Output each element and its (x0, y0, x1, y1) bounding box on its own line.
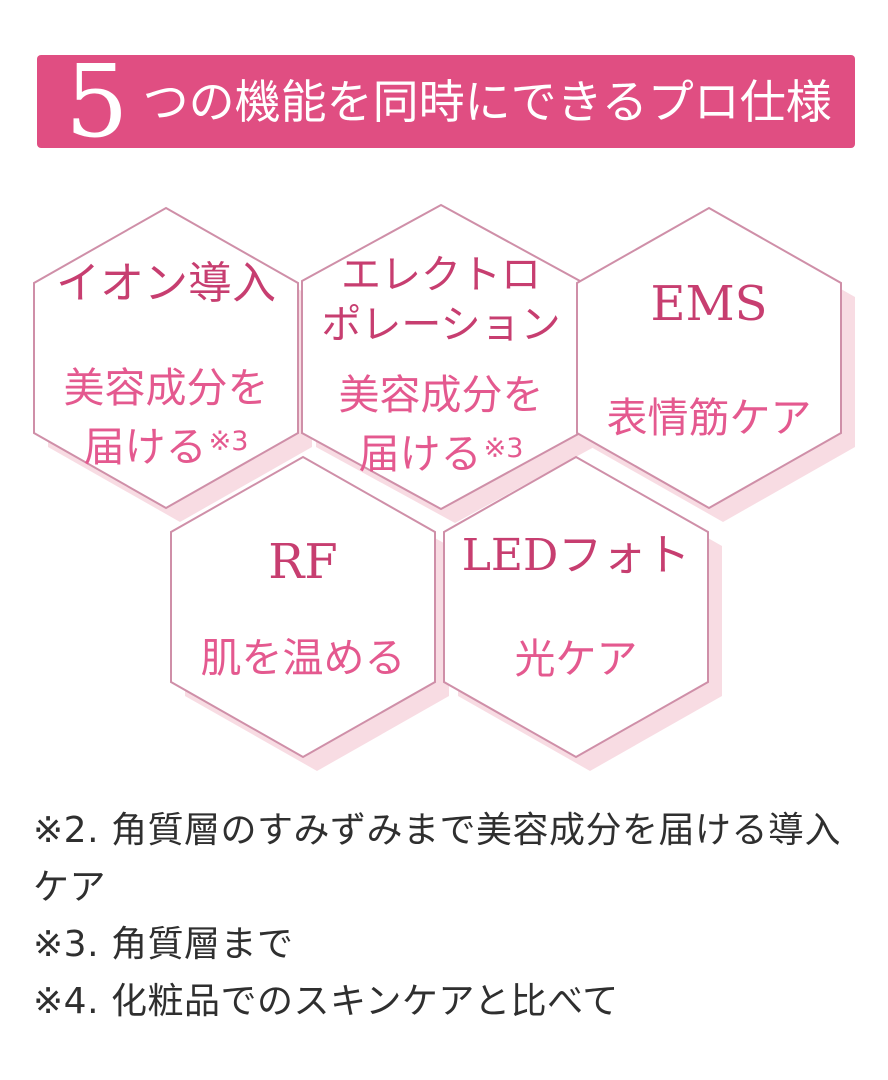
hexagon-shape (443, 455, 722, 771)
feature-desc-line1: 美容成分を (63, 363, 269, 412)
hexagon-shape (576, 206, 855, 522)
footnote-marker: ※3 (208, 426, 249, 458)
hexagon-outline (443, 455, 709, 759)
hexagon-outline (576, 206, 842, 510)
hexagon-shape (301, 203, 594, 523)
feature-desc: 美容成分を 届ける※3 (64, 359, 269, 478)
feature-content: LEDフォト 光ケア (444, 457, 708, 757)
feature-count: 5 (65, 42, 129, 160)
feature-content: EMS 表情筋ケア (577, 208, 841, 508)
feature-hex-rf: RF 肌を温める (169, 455, 451, 773)
feature-desc: 表情筋ケア (606, 393, 812, 442)
feature-hex-ems: EMS 表情筋ケア (575, 206, 857, 524)
feature-desc: 光ケア (514, 635, 638, 684)
hexagon-shape (33, 206, 312, 522)
feature-title: RF (268, 533, 338, 590)
feature-desc: 肌を温める (200, 633, 406, 682)
feature-hex-led-photo: LEDフォト 光ケア (442, 455, 724, 773)
feature-hex-electroporation: エレクトロポレーション 美容成分を 届ける※3 (300, 203, 596, 525)
footnotes: ※2. 角質層のすみずみまで美容成分を届ける導入ケア ※3. 角質層まで ※4.… (33, 803, 865, 1031)
feature-title: エレクトロポレーション (321, 250, 560, 350)
footnote-item: ※4. 化粧品でのスキンケアと比べて (33, 980, 619, 1022)
feature-desc: 美容成分を 届ける※3 (339, 366, 544, 485)
feature-title-line1: エレクトロ (340, 251, 541, 298)
feature-title-line2: ポレーション (321, 301, 561, 348)
feature-desc-line2: 届ける (83, 423, 207, 472)
feature-title: LEDフォト (461, 530, 691, 582)
feature-desc-line2: 届ける (358, 430, 482, 478)
hexagon-outline (170, 455, 436, 759)
feature-hex-ion-introduction: イオン導入 美容成分を 届ける※3 (32, 206, 314, 524)
feature-title: イオン導入 (56, 258, 276, 310)
page-title: つの機能を同時にできるプロ仕様 (142, 74, 832, 129)
feature-content: エレクトロポレーション 美容成分を 届ける※3 (302, 205, 580, 509)
hexagon-shape (170, 455, 449, 771)
feature-desc-line1: 美容成分を (338, 370, 544, 419)
header-banner: 5 つの機能を同時にできるプロ仕様 (37, 51, 855, 151)
feature-content: RF 肌を温める (171, 457, 435, 757)
footnote-item: ※2. 角質層のすみずみまで美容成分を届ける導入ケア (33, 810, 841, 908)
feature-title: EMS (650, 275, 768, 332)
footnote-item: ※3. 角質層まで (33, 923, 294, 965)
feature-content: イオン導入 美容成分を 届ける※3 (34, 208, 298, 508)
footnote-marker: ※3 (483, 433, 524, 464)
hexagon-outline (33, 206, 299, 510)
